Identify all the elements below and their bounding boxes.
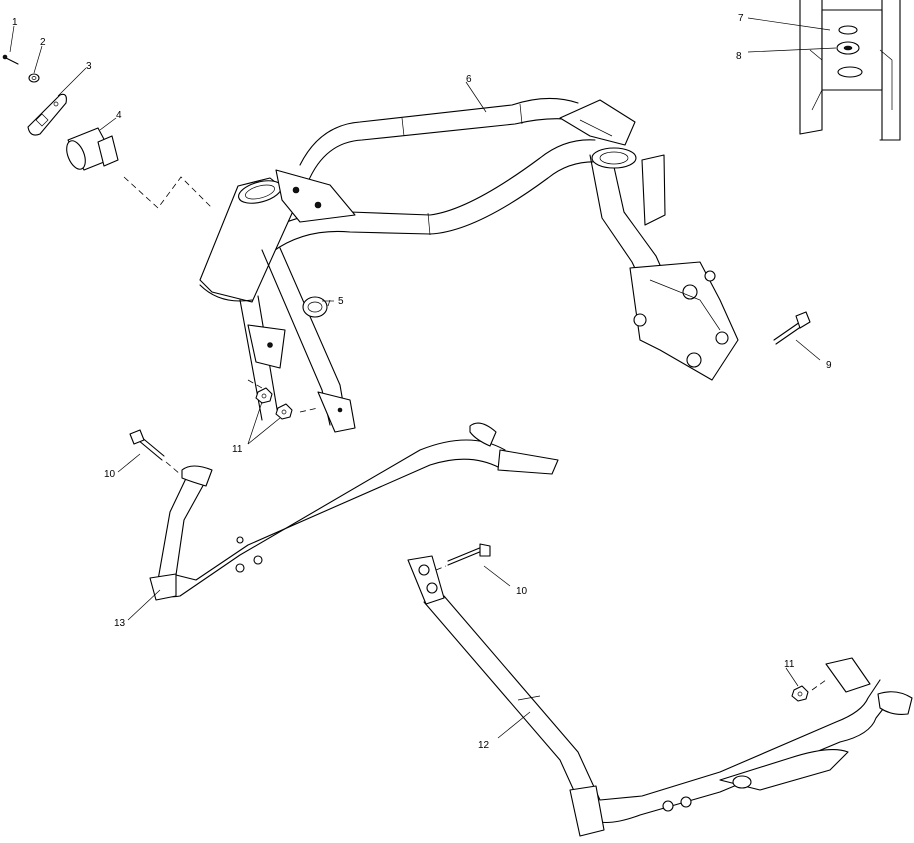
washer-part-2: [28, 73, 40, 83]
callout-11-lower: 11: [784, 659, 795, 670]
callout-11-upper: 11: [232, 444, 243, 455]
callout-10-upper: 10: [104, 469, 116, 480]
callout-6: 6: [466, 74, 472, 85]
callout-3: 3: [86, 61, 92, 72]
bolt-part-10-upper: [129, 429, 181, 475]
lower-tube-part-13: [149, 422, 559, 601]
bolt-part-10-lower: [435, 543, 491, 571]
leader-lines: [9, 17, 837, 739]
detail-inset-parts-7-8: [799, 0, 901, 141]
callout-4: 4: [116, 110, 122, 121]
callout-1: 1: [12, 17, 18, 28]
main-frame-part-6: [199, 97, 739, 433]
screw-part-1: [2, 54, 19, 65]
callout-5-upper: 5: [338, 296, 344, 307]
callout-2: 2: [40, 37, 46, 48]
nut-part-11-lower: [791, 679, 827, 702]
callout-12: 12: [478, 740, 490, 751]
callout-labels: 1 2 3 4 5 5 6 7 8 9 10 10 11 11 12 13: [12, 13, 832, 751]
callout-7: 7: [738, 13, 744, 24]
callout-13: 13: [114, 618, 126, 629]
bolt-part-9: [773, 311, 811, 345]
plug-part-4: [66, 127, 119, 171]
callout-10-lower: 10: [516, 586, 528, 597]
lower-tube-part-12: [407, 555, 913, 837]
assembly-line-part-4: [123, 176, 213, 209]
grommet-part-5: [302, 296, 328, 318]
callout-8: 8: [736, 51, 742, 62]
callout-9: 9: [826, 360, 832, 371]
nut-part-11-upper: [247, 379, 319, 420]
cover-plate-part-3: [27, 93, 67, 136]
